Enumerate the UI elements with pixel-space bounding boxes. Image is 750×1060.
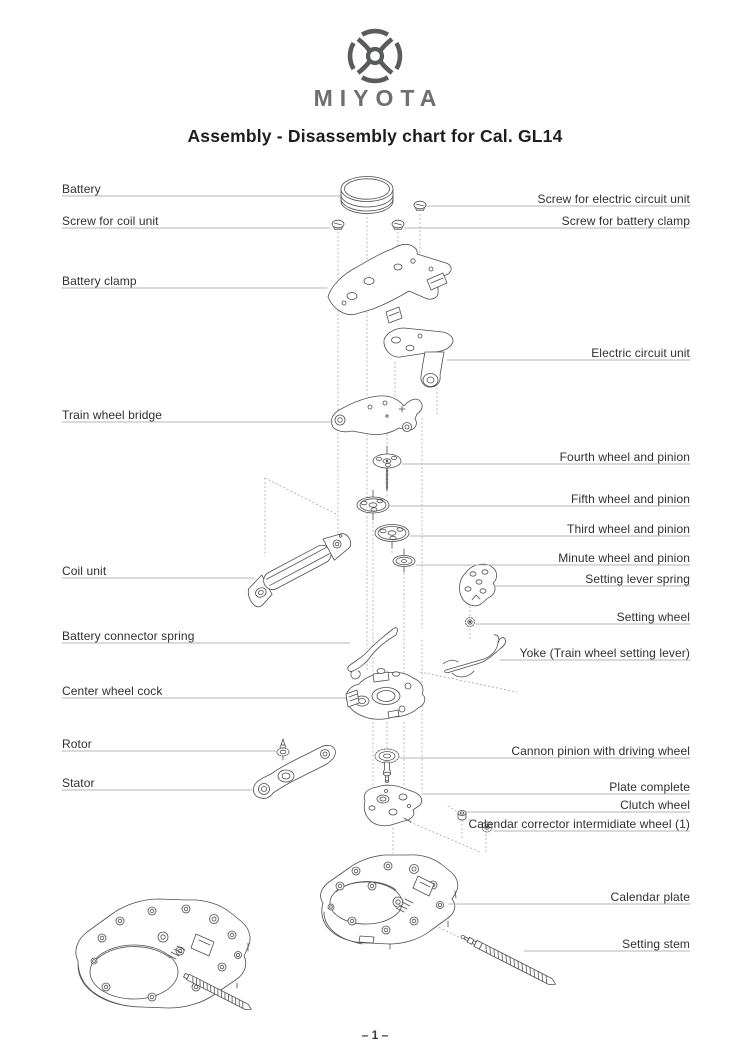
third-wheel-drawing <box>374 524 410 549</box>
label-battery: Battery <box>62 182 101 196</box>
center-wheel-cock-drawing <box>345 668 426 720</box>
minute-wheel-drawing <box>392 548 416 573</box>
coil-unit-drawing <box>247 533 352 608</box>
screw-for-battery-clamp-drawing <box>391 219 405 230</box>
fifth-wheel-drawing <box>356 489 390 521</box>
cannon-pinion-drawing <box>374 748 400 783</box>
label-yoke-train-wheel-setting-lever: Yoke (Train wheel setting lever) <box>519 646 690 660</box>
label-battery-connector-spring: Battery connector spring <box>62 629 195 643</box>
label-setting-wheel: Setting wheel <box>616 610 690 624</box>
label-fourth-wheel-and-pinion: Fourth wheel and pinion <box>559 450 690 464</box>
setting-stem-drawing <box>460 934 557 985</box>
screw-for-electric-circuit-unit-drawing <box>413 200 427 211</box>
label-battery-clamp: Battery clamp <box>62 274 137 288</box>
battery-clamp-drawing <box>327 243 452 324</box>
plate-complete-drawing <box>363 784 423 827</box>
setting-lever-spring-drawing <box>459 563 498 607</box>
label-electric-circuit-unit: Electric circuit unit <box>591 346 690 360</box>
miyota-knot-logo-icon <box>347 28 403 84</box>
calendar-plate-drawing <box>320 854 459 950</box>
label-fifth-wheel-and-pinion: Fifth wheel and pinion <box>571 492 690 506</box>
leader-lines <box>61 195 691 952</box>
label-coil-unit: Coil unit <box>62 564 107 578</box>
clutch-wheel-drawing <box>457 810 467 821</box>
assembly-axis-lines <box>264 204 518 939</box>
label-setting-stem: Setting stem <box>622 937 690 951</box>
page-title: Assembly - Disassembly chart for Cal. GL… <box>187 126 563 146</box>
label-center-wheel-cock: Center wheel cock <box>62 684 163 698</box>
label-setting-lever-spring: Setting lever spring <box>585 572 690 586</box>
brand-header: MIYOTA <box>0 28 750 112</box>
label-screw-for-electric-circuit-unit: Screw for electric circuit unit <box>537 192 690 206</box>
fourth-wheel-drawing <box>372 445 402 491</box>
label-screw-for-coil-unit: Screw for coil unit <box>62 214 159 228</box>
rotor-drawing <box>276 738 290 761</box>
label-plate-complete: Plate complete <box>609 780 690 794</box>
label-minute-wheel-and-pinion: Minute wheel and pinion <box>558 551 690 565</box>
assembled-movement-drawing <box>75 898 252 1011</box>
battery-connector-spring-drawing <box>347 627 399 680</box>
label-clutch-wheel: Clutch wheel <box>620 798 690 812</box>
yoke-drawing <box>442 634 507 678</box>
stator-drawing <box>252 744 336 799</box>
screw-for-coil-unit-drawing <box>331 219 345 230</box>
brand-name: MIYOTA <box>313 85 444 111</box>
page-number: – 1 – <box>361 1028 389 1042</box>
train-wheel-bridge-drawing <box>331 395 423 436</box>
battery-drawing <box>340 176 394 214</box>
label-rotor: Rotor <box>62 737 92 751</box>
label-calendar-plate: Calendar plate <box>610 890 690 904</box>
label-third-wheel-and-pinion: Third wheel and pinion <box>567 522 690 536</box>
electric-circuit-unit-drawing <box>383 327 454 388</box>
calendar-corrector-wheel-drawing <box>481 821 493 833</box>
label-cannon-pinion-with-driving-wheel: Cannon pinion with driving wheel <box>511 744 690 758</box>
label-screw-for-battery-clamp: Screw for battery clamp <box>561 214 690 228</box>
label-stator: Stator <box>62 776 95 790</box>
setting-wheel-drawing <box>465 617 475 627</box>
label-train-wheel-bridge: Train wheel bridge <box>62 408 163 422</box>
label-calendar-corrector-intermidiate-wheel: Calendar corrector intermidiate wheel (1… <box>468 817 690 831</box>
